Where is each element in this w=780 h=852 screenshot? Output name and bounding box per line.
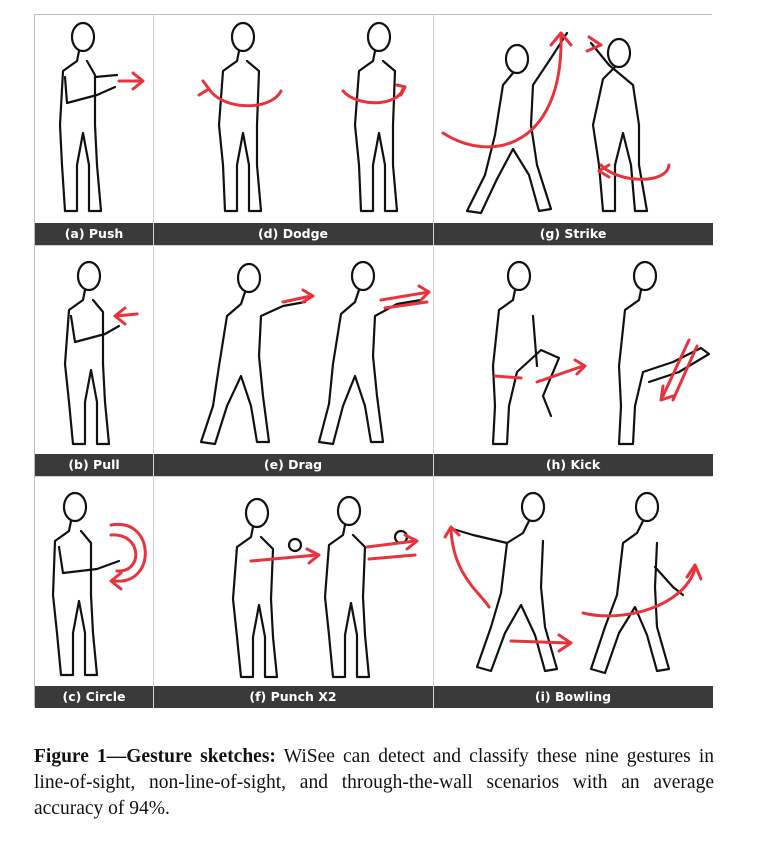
- push-sketch: [58, 21, 145, 213]
- panel-label: (d) Dodge: [153, 223, 433, 245]
- grid-divider: [35, 476, 713, 477]
- grid-divider: [153, 15, 154, 708]
- bowling-sketch: [443, 491, 703, 675]
- panel-label: (c) Circle: [35, 686, 153, 708]
- grid-divider: [35, 245, 713, 246]
- panel-circle: (c) Circle: [35, 477, 153, 708]
- panel-kick: (h) Kick: [433, 246, 713, 476]
- pull-sketch: [63, 260, 139, 446]
- punch-sketch: [231, 495, 419, 679]
- panel-bowling: (i) Bowling: [433, 477, 713, 708]
- caption-heading: Figure 1—Gesture sketches:: [34, 746, 276, 767]
- panel-label: (e) Drag: [153, 454, 433, 476]
- dodge-sketch: [197, 21, 407, 213]
- kick-sketch: [491, 260, 711, 446]
- strike-sketch: [441, 31, 671, 215]
- panel-dodge: (d) Dodge: [153, 15, 433, 245]
- panel-label: (f) Punch X2: [153, 686, 433, 708]
- panel-label: (a) Push: [35, 223, 153, 245]
- panel-drag: (e) Drag: [153, 246, 433, 476]
- caption-text: WiSee can detect and classify these nine…: [34, 746, 714, 819]
- panel-label: (g) Strike: [433, 223, 713, 245]
- panel-push: (a) Push: [35, 15, 153, 245]
- panel-label: (h) Kick: [433, 454, 713, 476]
- panel-punch: (f) Punch X2: [153, 477, 433, 708]
- drag-sketch: [199, 260, 431, 446]
- circle-sketch: [51, 491, 147, 677]
- panel-pull: (b) Pull: [35, 246, 153, 476]
- panel-label: (b) Pull: [35, 454, 153, 476]
- gesture-figure: (a) Push (d) Dodge: [34, 14, 713, 708]
- panel-label: (i) Bowling: [433, 686, 713, 708]
- grid-divider: [433, 15, 434, 708]
- panel-strike: (g) Strike: [433, 15, 713, 245]
- figure-caption: Figure 1—Gesture sketches: WiSee can det…: [34, 744, 714, 822]
